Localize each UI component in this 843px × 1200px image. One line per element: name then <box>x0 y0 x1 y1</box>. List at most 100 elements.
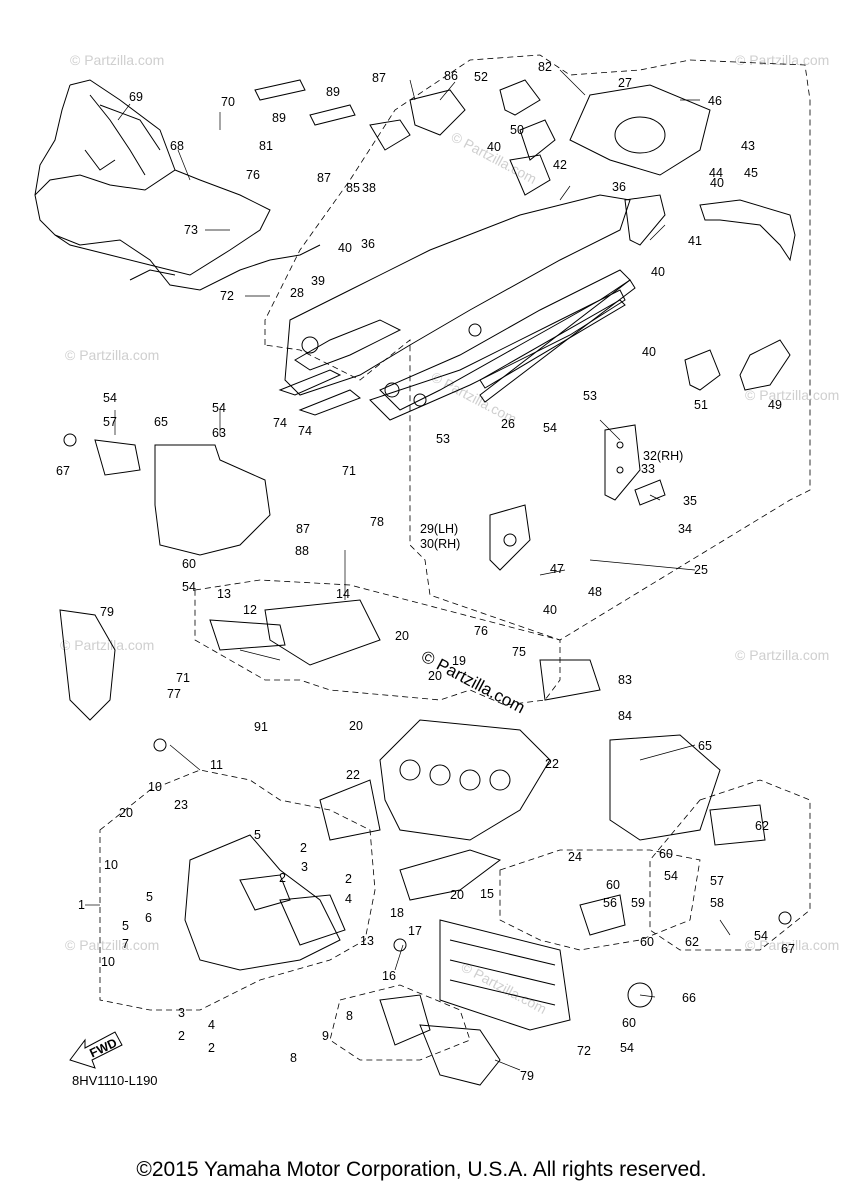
callout-38: 39 <box>311 274 325 288</box>
callout-9: 9 <box>322 1029 329 1043</box>
callout-23: 23 <box>174 798 188 812</box>
callout-60c: 60 <box>606 878 620 892</box>
callout-88: 88 <box>295 544 309 558</box>
callout-20c: 20 <box>119 806 133 820</box>
callout-41: 42 <box>553 158 567 172</box>
callout-53: 54 <box>543 421 557 435</box>
callout-49: 50 <box>510 123 524 137</box>
callout-2d: 2 <box>178 1029 185 1043</box>
callout-25: 25 <box>694 563 708 577</box>
callout-5: 5 <box>254 828 261 842</box>
callout-39f: 40 <box>543 603 557 617</box>
callout-72b: 72 <box>577 1044 591 1058</box>
group-boundaries <box>99 54 811 1061</box>
callout-2: 2 <box>300 841 307 855</box>
callout-16: 16 <box>382 969 396 983</box>
callout-74: 74 <box>273 416 287 430</box>
callout-73: 73 <box>184 223 198 237</box>
callout-84: 84 <box>618 709 632 723</box>
callout-47: 48 <box>588 585 602 599</box>
callout-70: 70 <box>221 95 235 109</box>
callout-39b: 40 <box>710 176 724 190</box>
callout-56: 57 <box>710 874 724 888</box>
callout-43: 44 <box>709 166 723 180</box>
callout-85: 85 <box>346 181 360 195</box>
callout-60d: 60 <box>640 935 654 949</box>
callout-54e: 54 <box>754 929 768 943</box>
callout-2c: 2 <box>345 872 352 886</box>
callout-45: 46 <box>708 94 722 108</box>
callout-40: 41 <box>688 234 702 248</box>
callout-71: 71 <box>342 464 356 478</box>
callout-50: 51 <box>694 398 708 412</box>
callout-54c: 54 <box>182 580 196 594</box>
callout-2b: 2 <box>279 871 286 885</box>
callout-71b: 71 <box>176 671 190 685</box>
callout-3b: 3 <box>178 1006 185 1020</box>
leader-lines <box>85 69 731 1071</box>
callout-11: 11 <box>210 758 223 772</box>
callout-14: 14 <box>336 587 350 601</box>
callout-19: 19 <box>452 654 466 668</box>
callout-63: 63 <box>212 426 226 440</box>
callout-67b: 67 <box>781 942 795 956</box>
callout-67: 67 <box>56 464 70 478</box>
callout-62: 62 <box>755 819 769 833</box>
callout-52: 53 <box>583 389 597 403</box>
callout-81: 81 <box>259 139 273 153</box>
callout-7: 7 <box>122 937 129 951</box>
callout-13b: 13 <box>360 934 374 948</box>
callout-76: 75 <box>512 645 526 659</box>
watermark: © Partzilla.com <box>459 959 550 1017</box>
watermark: © Partzilla.com <box>735 647 829 663</box>
callout-8b: 8 <box>290 1051 297 1065</box>
watermark: © Partzilla.com <box>735 52 829 68</box>
callout-2e: 2 <box>208 1041 215 1055</box>
callout-60b: 60 <box>659 847 673 861</box>
callout-32: 33 <box>641 462 655 476</box>
callout-87b: 87 <box>317 171 331 185</box>
callout-28: 28 <box>290 286 304 300</box>
callout-39c: 40 <box>338 241 352 255</box>
mid-brackets <box>63 424 666 571</box>
fwd-label: FWD <box>88 1036 120 1061</box>
callout-52b: 53 <box>436 432 450 446</box>
callout-10: 10 <box>148 780 162 794</box>
callout-39d: 40 <box>651 265 665 279</box>
callout-66: 66 <box>682 991 696 1005</box>
callout-31: 32(RH) <box>643 449 683 463</box>
callout-82: 82 <box>538 60 552 74</box>
callout-4: 4 <box>345 892 352 906</box>
callout-74b: 74 <box>298 424 312 438</box>
front-frame <box>59 599 792 1086</box>
callout-22: 22 <box>545 757 559 771</box>
callout-46: 47 <box>550 562 564 576</box>
callout-8: 8 <box>346 1009 353 1023</box>
callout-10c: 10 <box>101 955 115 969</box>
callout-54: 54 <box>103 391 117 405</box>
callout-13: 13 <box>217 587 231 601</box>
callout-78: 77 <box>167 687 181 701</box>
callout-51: 52 <box>474 70 488 84</box>
rear-components <box>254 79 796 391</box>
callout-26: 27 <box>618 76 632 90</box>
callout-89: 89 <box>272 111 286 125</box>
callout-65: 65 <box>154 415 168 429</box>
callout-54b: 54 <box>212 401 226 415</box>
callout-3: 3 <box>301 860 308 874</box>
callout-10b: 10 <box>104 858 118 872</box>
callout-90: 91 <box>254 720 268 734</box>
callout-54f: 54 <box>620 1041 634 1055</box>
callout-17: 17 <box>408 924 422 938</box>
callout-33: 34 <box>678 522 692 536</box>
callout-37: 38 <box>362 181 376 195</box>
cowl-assembly <box>34 79 321 291</box>
callout-80b: 79 <box>520 1069 534 1083</box>
callout-72: 72 <box>220 289 234 303</box>
callout-60: 60 <box>182 557 196 571</box>
callout-22b: 22 <box>346 768 360 782</box>
callout-75: 76 <box>246 168 260 182</box>
callout-60e: 60 <box>622 1016 636 1030</box>
callout-87: 87 <box>372 71 386 85</box>
callout-20: 20 <box>395 629 409 643</box>
